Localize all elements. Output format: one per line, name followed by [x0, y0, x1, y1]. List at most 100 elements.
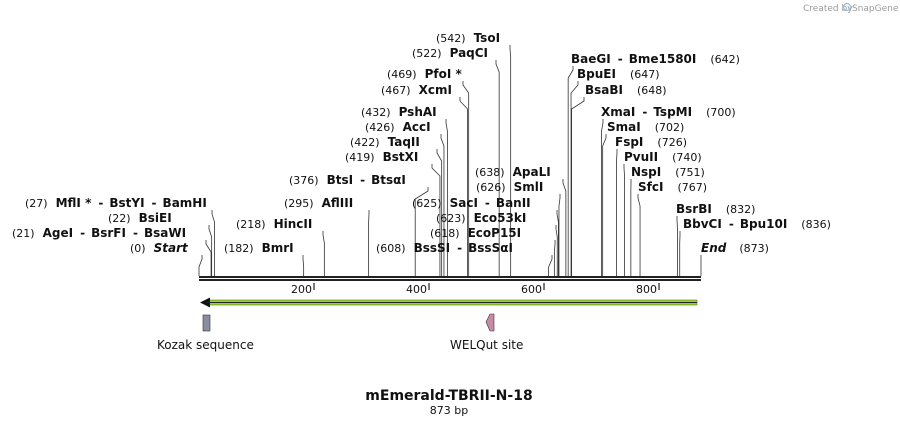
site-position: (522): [412, 47, 442, 60]
site-name: BtsαI: [371, 173, 406, 187]
site-smli[interactable]: (626)SmlI: [476, 180, 561, 276]
feature-label-kozak: Kozak sequence: [157, 338, 254, 352]
site-position: (740): [672, 151, 702, 164]
site-bsiei[interactable]: (22) BsiEI: [108, 211, 213, 276]
site-sfci[interactable]: (767) SfcI: [637, 180, 707, 276]
site-position: (873): [739, 242, 769, 255]
site-name: BssSαI: [468, 241, 513, 255]
site-name-separator: -: [152, 196, 157, 210]
site-position: (647): [630, 68, 660, 81]
site-end[interactable]: (873)End: [700, 241, 769, 276]
site-mlui[interactable]: (27)MflI *-BstYI-BamHI: [25, 196, 215, 276]
site-position: (419): [345, 151, 375, 164]
site-tsoi[interactable]: (542)TsoI: [436, 31, 512, 276]
site-name: PaqCI: [450, 46, 488, 60]
site-baegi[interactable]: (642)BaeGI-Bme1580I: [567, 52, 740, 276]
site-name: HincII: [274, 217, 313, 231]
site-name: Eco53kI: [474, 211, 527, 225]
site-position: (0): [130, 242, 146, 255]
feature-welqut[interactable]: WELQut site: [450, 313, 523, 352]
ruler-tick-label: 800: [636, 283, 657, 296]
site-acci[interactable]: (426) AccI: [365, 120, 445, 276]
site-name: TaqII: [388, 135, 420, 149]
site-start[interactable]: (0)Start: [130, 241, 203, 276]
site-position: (642): [710, 53, 740, 66]
site-name-separator: -: [485, 196, 490, 210]
site-connector: [570, 81, 579, 276]
site-connector: [459, 97, 468, 276]
site-position: (218): [236, 218, 266, 231]
site-ecop15i[interactable]: (618)EcoP15I: [430, 226, 556, 276]
site-name: BpuEI: [577, 67, 616, 81]
site-bsabi[interactable]: (648)BsaBI: [571, 83, 667, 276]
site-name: SacI: [450, 196, 478, 210]
sequence-length: 873 bp: [430, 404, 468, 417]
site-position: (422): [350, 136, 380, 149]
site-position: (608): [376, 242, 406, 255]
site-saci[interactable]: (625)SacI-BanII: [412, 196, 559, 276]
site-bmri[interactable]: (182)BmrI: [224, 241, 305, 276]
site-connector: [558, 194, 561, 276]
site-name: AccI: [403, 120, 431, 134]
site-pfoi[interactable]: (469)PfoI *: [387, 67, 470, 276]
site-name: ApaLI: [513, 165, 551, 179]
site-name: SfcI: [638, 180, 663, 194]
site-connector: [414, 187, 429, 276]
site-position: (426): [365, 121, 395, 134]
feature-label-welqut: WELQut site: [450, 338, 523, 352]
site-name: BtsI: [327, 173, 354, 187]
site-connector: [571, 97, 585, 276]
site-bstxi[interactable]: (419)BstXI: [345, 150, 441, 276]
site-name: BsrFI: [91, 226, 126, 240]
site-bsrbi[interactable]: (832)BsrBI: [676, 202, 755, 276]
site-position: (182): [224, 242, 254, 255]
site-pshai[interactable]: (432)PshAI: [361, 105, 448, 276]
site-name: AgeI: [43, 226, 73, 240]
site-name: BsaBI: [585, 83, 623, 97]
site-fspi[interactable]: (726)FspI: [615, 135, 687, 276]
site-position: (22): [108, 212, 131, 225]
site-eco53ki[interactable]: (623)Eco53kI: [436, 211, 558, 276]
feature-kozak[interactable]: Kozak sequence: [157, 314, 254, 352]
site-bsssi[interactable]: (608)BssSI-BssSαI: [376, 241, 553, 276]
orf-arrow: [200, 297, 698, 308]
site-connector: [205, 240, 212, 276]
site-name-separator: -: [133, 226, 138, 240]
site-pvuii[interactable]: (740) PvuII: [623, 150, 702, 276]
site-name-separator: -: [360, 173, 365, 187]
site-connector: [431, 164, 441, 276]
site-connector: [562, 179, 567, 276]
site-smai[interactable]: (702)SmaI: [602, 120, 685, 276]
site-bbvci[interactable]: (836)BbvCI-Bpu10I: [679, 217, 831, 276]
site-xmai[interactable]: (700)XmaI-TspMI: [601, 105, 736, 276]
site-btsi[interactable]: (376)BtsI-BtsαI: [289, 173, 429, 276]
site-taqii[interactable]: (422) TaqII: [350, 135, 443, 276]
site-name-separator: -: [642, 105, 647, 119]
site-paqci[interactable]: (522) PaqCI: [412, 46, 500, 276]
site-name: BsiEI: [139, 211, 172, 225]
site-agei[interactable]: (21)AgeI-BsrFI-BsaWI: [12, 226, 212, 276]
site-connector: [567, 66, 574, 276]
site-position: (767): [677, 181, 707, 194]
site-bpuei[interactable]: (647) BpuEI: [570, 67, 660, 276]
site-name: NspI: [631, 165, 661, 179]
site-name: Bme1580I: [629, 52, 697, 66]
site-afliii[interactable]: (295)AflIII: [284, 196, 370, 276]
site-name: PvuII: [624, 150, 658, 164]
site-apali[interactable]: (638)ApaLI: [475, 165, 567, 276]
site-name: EcoP15I: [468, 226, 522, 240]
site-name-separator: -: [80, 226, 85, 240]
site-connector: [509, 45, 512, 276]
site-connector: [440, 134, 445, 276]
site-name: FspI: [615, 135, 643, 149]
site-hincii[interactable]: (218) HincII: [236, 217, 325, 276]
site-nspi[interactable]: (751)NspI: [630, 165, 705, 276]
backbone: [199, 276, 701, 281]
site-name: TsoI: [474, 31, 500, 45]
site-position: (467): [381, 84, 411, 97]
site-connector: [211, 210, 215, 276]
credit-text: Created by: [803, 4, 853, 14]
site-xcmi[interactable]: (467)XcmI: [381, 83, 468, 276]
